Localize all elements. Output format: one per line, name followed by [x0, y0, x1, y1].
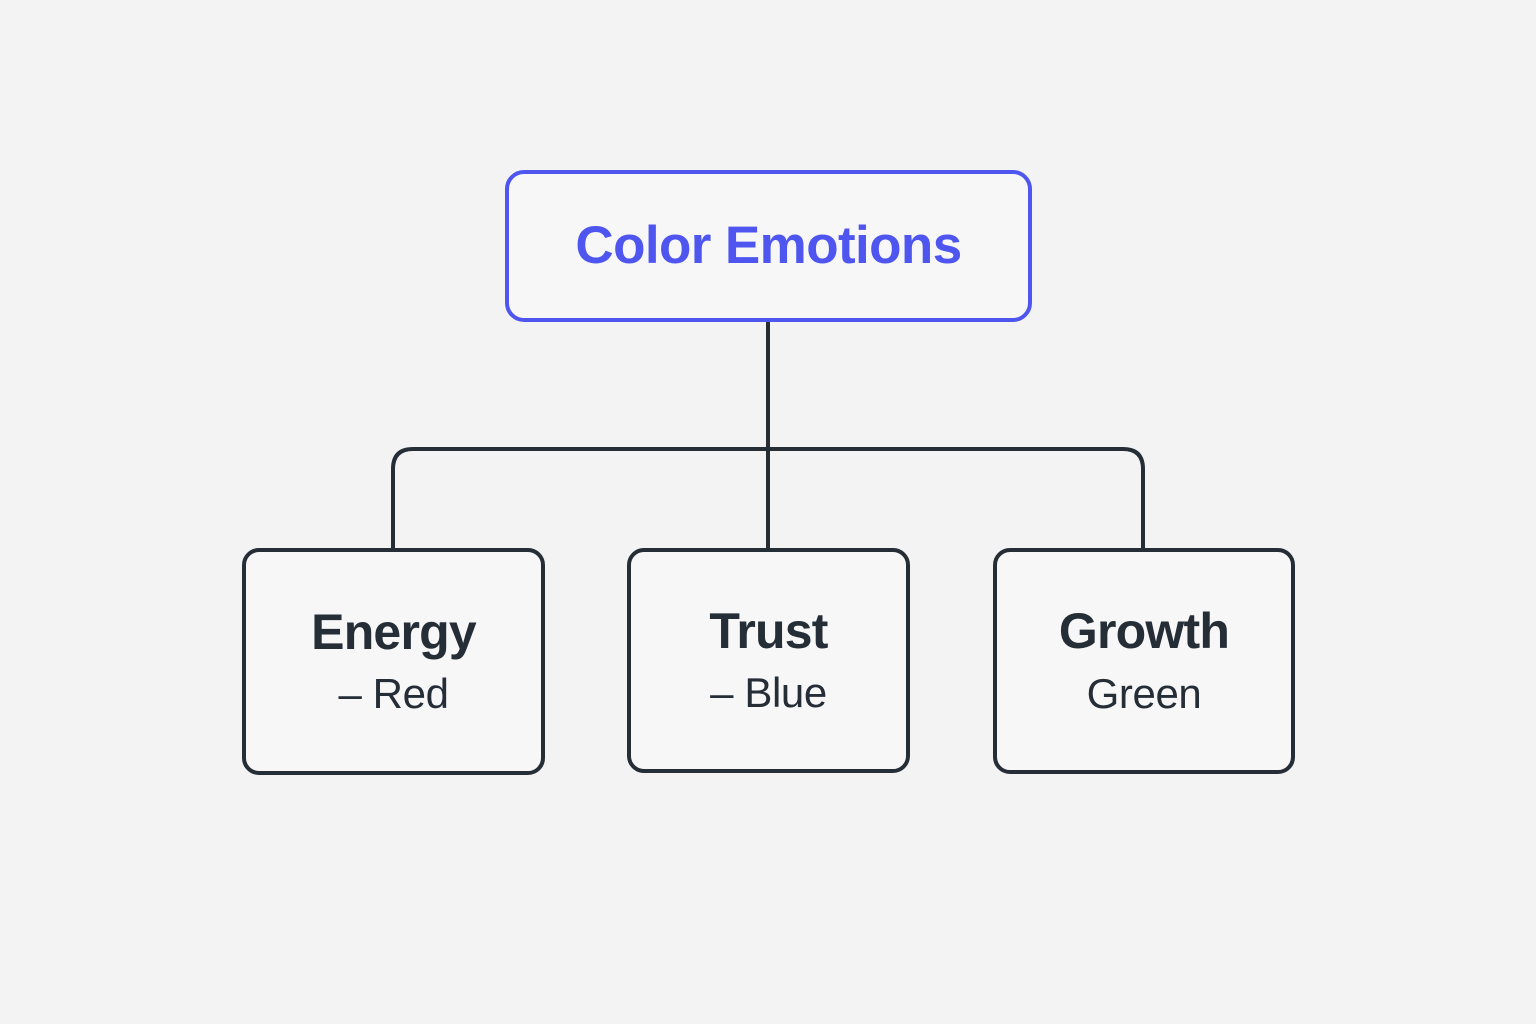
- node-root-color-emotions[interactable]: Color Emotions: [505, 170, 1032, 322]
- node-child-energy[interactable]: Energy – Red: [242, 548, 545, 775]
- node-child-growth[interactable]: Growth Green: [993, 548, 1295, 774]
- connector-root-to-energy: [391, 447, 768, 548]
- node-child-trust[interactable]: Trust – Blue: [627, 548, 910, 773]
- node-trust-title: Trust: [709, 602, 828, 659]
- node-growth-subtitle: Green: [1086, 669, 1202, 717]
- node-root-title: Color Emotions: [575, 216, 962, 276]
- connector-root-to-growth: [768, 447, 1145, 548]
- node-energy-title: Energy: [311, 603, 477, 660]
- node-trust-subtitle: – Blue: [710, 669, 827, 717]
- node-energy-subtitle: – Red: [338, 670, 449, 718]
- node-growth-title: Growth: [1058, 603, 1230, 660]
